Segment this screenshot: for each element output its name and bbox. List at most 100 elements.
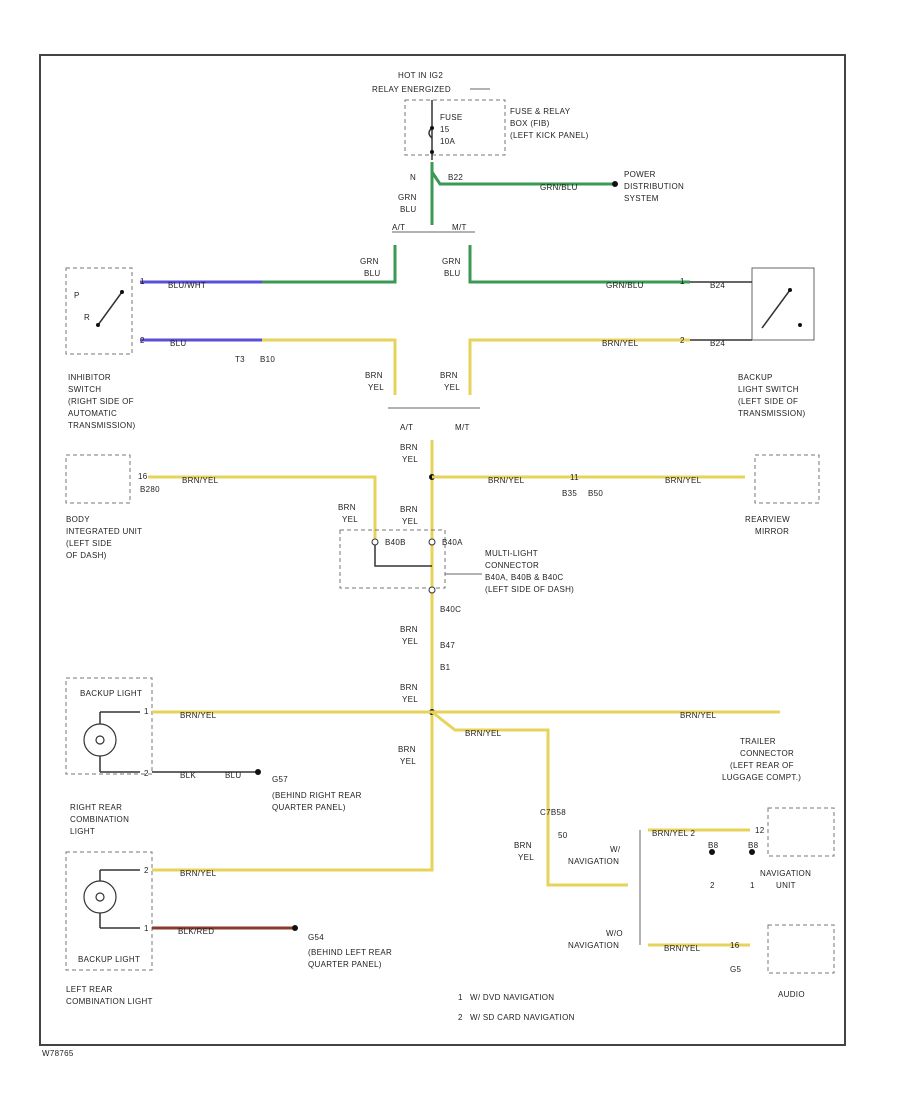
diagram-frame (39, 54, 846, 1046)
ground-g57-line1: (BEHIND RIGHT REAR (272, 791, 362, 800)
nav-marker-2 (749, 849, 755, 855)
nav-unit-line1: NAVIGATION (760, 869, 811, 878)
power-dist-line1: POWER (624, 170, 656, 179)
top-wire-color1: GRN (398, 193, 417, 202)
mid-branch-mt: M/T (455, 423, 470, 432)
inhibitor-switch-symbol (96, 290, 124, 327)
trailer-line1: TRAILER (740, 737, 776, 746)
nav-conn: C7B58 (540, 808, 566, 817)
nav-unit-pin: 12 (755, 826, 765, 835)
right-backup-light-box (65, 677, 153, 775)
backup-switch-wire-top: GRN/BLU (606, 281, 644, 290)
backup-switch-symbol (761, 288, 802, 329)
backup-switch-wire-bottom: BRN/YEL (602, 339, 639, 348)
legend-num-2: 2 (458, 1013, 463, 1022)
right-backup-gnd-wire2: BLU (225, 771, 241, 780)
left-backup-label: BACKUP LIGHT (78, 955, 140, 964)
inhibitor-pin-top: 1 (140, 277, 145, 286)
rearview-wire-2: BRN/YEL (665, 476, 702, 485)
multi-light-c4: B47 (440, 641, 455, 650)
trailer-wire: BRN/YEL (680, 711, 717, 720)
legend-text-1: W/ DVD NAVIGATION (470, 993, 554, 1002)
inhibitor-line3: (RIGHT SIDE OF (68, 397, 134, 406)
body-unit-line4: OF DASH) (66, 551, 107, 560)
nav-w-text: NAVIGATION (568, 857, 619, 866)
rearview-mirror-box (754, 454, 820, 504)
inhibitor-wire-top: BLU/WHT (168, 281, 206, 290)
fuse-box-line3: (LEFT KICK PANEL) (510, 131, 589, 140)
nav-color1: BRN (514, 841, 532, 850)
nav-marker-conn2: B8 (748, 841, 759, 850)
trunk-color1: BRN (400, 505, 418, 514)
multi-light-join (374, 540, 432, 567)
green-wire-backup-switch (468, 245, 690, 284)
rearview-pin: 11 (570, 473, 579, 482)
inhibitor-line1: INHIBITOR (68, 373, 111, 382)
ground-g54-line1: (BEHIND LEFT REAR (308, 948, 392, 957)
inhibitor-switch-box (65, 267, 133, 355)
right-backup-line1: RIGHT REAR (70, 803, 122, 812)
audio-pin: 16 (730, 941, 740, 950)
right-backup-pin1: 1 (144, 707, 149, 716)
backup-switch-line3: (LEFT SIDE OF (738, 397, 798, 406)
top-right-color1: GRN (442, 257, 461, 266)
left-backup-line2: COMBINATION LIGHT (66, 997, 153, 1006)
fuse-connector: B22 (448, 173, 463, 182)
trunk-color2: YEL (402, 517, 418, 526)
mid-left-color1: BRN (365, 371, 383, 380)
power-dist-line2: DISTRIBUTION (624, 182, 684, 191)
body-unit-box (65, 454, 131, 504)
multi-light-line3: B40A, B40B & B40C (485, 573, 563, 582)
nav-mark-1: 2 (710, 881, 715, 890)
yellow-wire-backup-switch (468, 338, 690, 395)
right-backup-line2: COMBINATION (70, 815, 129, 824)
left-backup-light-box (65, 851, 153, 971)
multi-light-connector-box (339, 529, 446, 589)
multi-light-c5: B1 (440, 663, 451, 672)
right-backup-pin2: 2 (144, 769, 149, 778)
audio-unit-box (767, 924, 835, 974)
left-backup-line1: LEFT REAR (66, 985, 113, 994)
lower-color2: YEL (402, 637, 418, 646)
rearview-line1: REARVIEW (745, 515, 790, 524)
top-wire-color2: BLU (400, 205, 416, 214)
rearview-conn1: B35 (562, 489, 577, 498)
left-backup-gnd-wire: BLK/RED (178, 927, 214, 936)
body-unit-conn: B280 (140, 485, 160, 494)
nav-marker-conn1: B8 (708, 841, 719, 850)
multi-light-pin-1 (371, 538, 379, 546)
yellow-wire-inhibitor (262, 338, 397, 395)
ground-g54: G54 (308, 933, 324, 942)
trunk-lower-color1: BRN (398, 745, 416, 754)
right-backup-label: BACKUP LIGHT (80, 689, 142, 698)
right-backup-wire: BRN/YEL (180, 711, 217, 720)
yellow-wire-navigation (431, 710, 628, 887)
multi-light-line2: CONNECTOR (485, 561, 539, 570)
multi-light-line1: MULTI-LIGHT (485, 549, 538, 558)
top-branch-mt: M/T (452, 223, 467, 232)
mid-right-color2: YEL (444, 383, 460, 392)
legend-text-2: W/ SD CARD NAVIGATION (470, 1013, 575, 1022)
power-dist-terminal (612, 181, 618, 187)
top-left-color2: BLU (364, 269, 380, 278)
body-unit-line3: (LEFT SIDE (66, 539, 112, 548)
ground-g57-terminal (255, 769, 261, 775)
splice-color2: YEL (402, 695, 418, 704)
multi-light-c2: B40A (442, 538, 463, 547)
body-unit-wire: BRN/YEL (182, 476, 219, 485)
right-backup-bulb-icon (83, 711, 140, 773)
fuse-name: FUSE (440, 113, 463, 122)
multi-light-line4: (LEFT SIDE OF DASH) (485, 585, 574, 594)
power-dist-wire: GRN/BLU (540, 183, 578, 192)
right-backup-line3: LIGHT (70, 827, 95, 836)
inhibitor-wire-bottom: BLU (170, 339, 186, 348)
nav-wo-label: W/O (606, 929, 623, 938)
green-wire-power-dist (430, 171, 615, 186)
backup-switch-conn-bottom: B24 (710, 339, 725, 348)
backup-switch-line4: TRANSMISSION) (738, 409, 805, 418)
inhibitor-pin-bottom: 2 (140, 336, 145, 345)
multi-light-pin-3 (428, 586, 436, 594)
mid-branch-at: A/T (400, 423, 413, 432)
rearview-line2: MIRROR (755, 527, 789, 536)
